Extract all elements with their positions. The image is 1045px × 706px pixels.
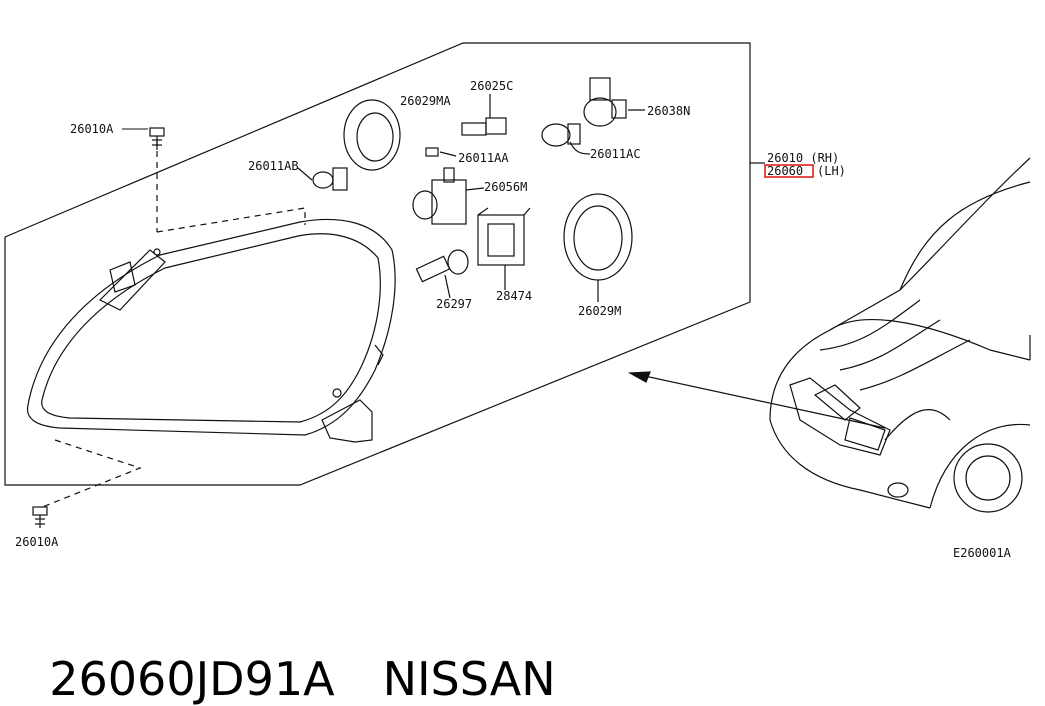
pointer-arrow (639, 374, 886, 429)
headlamp-housing (26, 218, 396, 443)
bulb-26011ac-icon (541, 123, 591, 155)
placement-lines (39, 140, 306, 509)
screw-bottom-icon (32, 506, 48, 528)
bulb-26297-icon (415, 249, 469, 299)
bulb-26011aa-icon (425, 147, 457, 157)
ring-26029ma-icon (343, 99, 401, 171)
label-26029m: 26029M (578, 304, 621, 318)
brand-name: NISSAN (382, 652, 556, 706)
footer-caption: 26060JD91A NISSAN (20, 598, 604, 706)
label-26011ac: 26011AC (590, 147, 641, 161)
label-26297: 26297 (436, 297, 472, 311)
screw-top-icon (149, 127, 165, 150)
label-26038n: 26038N (647, 104, 690, 118)
socket-26038n-icon (583, 77, 645, 127)
label-26010a-top: 26010A (70, 122, 114, 136)
bulb-26025c-icon (461, 94, 507, 136)
drawing-code: E260001A (953, 546, 1012, 560)
parts-diagram: 26010A 26011AB 26029MA 26025C 26038N 260… (4, 42, 1031, 560)
ballast-28474-icon (477, 207, 531, 290)
bulb-26011ab-icon (297, 167, 348, 191)
label-28474: 28474 (496, 289, 532, 303)
vehicle-icon (769, 157, 1031, 513)
label-26010a-bottom: 26010A (15, 535, 59, 549)
label-assembly-rh: 26010 (RH) (767, 151, 839, 165)
label-26025c: 26025C (470, 79, 513, 93)
label-assembly-lh-part: 26060 (767, 164, 803, 178)
label-assembly-lh-suffix: (LH) (817, 164, 846, 178)
actuator-26056m-icon (412, 167, 485, 225)
ring-26029m-icon (563, 193, 633, 302)
label-26056m: 26056M (484, 180, 527, 194)
label-26011ab: 26011AB (248, 159, 299, 173)
part-number: 26060JD91A (49, 652, 335, 706)
label-26029ma: 26029MA (400, 94, 451, 108)
label-26011aa: 26011AA (458, 151, 509, 165)
lh-part-highlight (764, 164, 814, 178)
exploded-view-frame (4, 42, 751, 486)
